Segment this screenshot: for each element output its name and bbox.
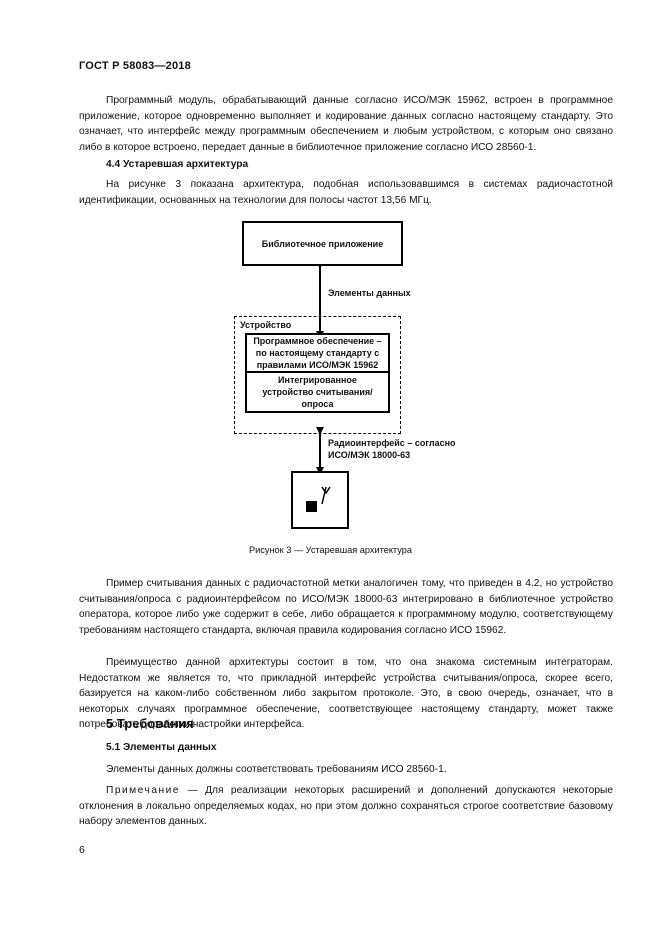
integrated-reader-label: Интегрированное устройство считывания/оп… [262, 375, 373, 409]
device-boundary [234, 316, 401, 434]
library-application-box: Библиотечное приложение [242, 221, 403, 266]
data-elements-paragraph: Элементы данных должны соответствовать т… [106, 764, 447, 775]
document-header: ГОСТ Р 58083—2018 [79, 60, 191, 72]
figure-caption: Рисунок 3 — Устаревшая архитектура [249, 545, 412, 555]
software-module-label: Программное обеспечение – по настоящему … [253, 336, 382, 370]
example-paragraph: Пример считывания данных с радиочастотно… [79, 578, 613, 636]
rfid-tag-icon [306, 486, 331, 512]
section-4-4-heading: 4.4 Устаревшая архитектура [106, 159, 249, 170]
section-5-1-heading: 5.1 Элементы данных [106, 742, 217, 753]
library-application-label: Библиотечное приложение [261, 238, 384, 249]
software-module-box: Программное обеспечение – по настоящему … [245, 333, 390, 373]
section-5-heading: 5 Требования [106, 716, 194, 731]
note-text: — Для реализации некоторых расширений и … [79, 785, 613, 827]
integrated-reader-box: Интегрированное устройство считывания/оп… [245, 371, 390, 413]
radio-interface-label: Радиоинтерфейс – согласно ИСО/МЭК 18000-… [328, 438, 456, 460]
rfid-tag-box [291, 471, 349, 529]
advantage-paragraph: Преимущество данной архитектуры состоит … [79, 657, 613, 730]
note-paragraph: Примечание — Для реализации некоторых ра… [79, 783, 613, 830]
figure-intro-paragraph: На рисунке 3 показана архитектура, подоб… [79, 179, 613, 206]
device-label: Устройство [240, 320, 292, 330]
page-number: 6 [79, 844, 85, 856]
diagram-connectors [316, 261, 324, 475]
architecture-diagram: Библиотечное приложение Элементы данных … [0, 215, 661, 535]
note-label: Примечание [106, 785, 180, 796]
intro-paragraph: Программный модуль, обрабатывающий данны… [79, 95, 613, 153]
data-elements-label: Элементы данных [328, 288, 411, 298]
